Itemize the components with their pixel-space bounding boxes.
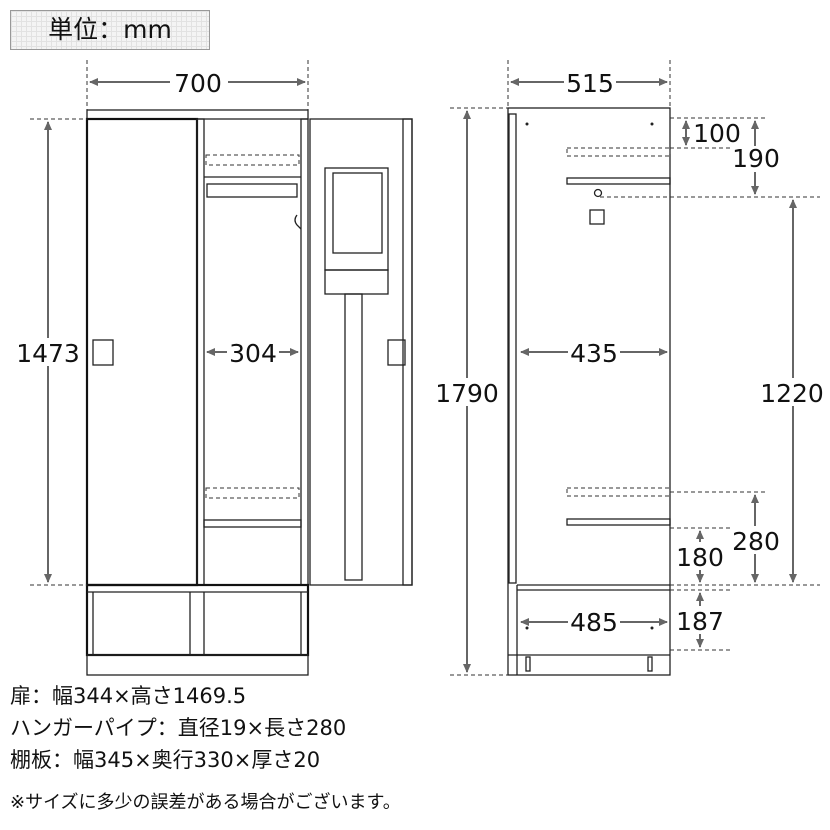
height-dimension: 1473 bbox=[16, 339, 80, 368]
inner-width-dimension: 304 bbox=[229, 339, 277, 368]
width-dimension: 700 bbox=[174, 69, 222, 98]
vent-icon bbox=[589, 209, 605, 225]
hanger-pipe bbox=[206, 183, 298, 198]
tolerance-note: ※サイズに多少の誤差がある場合がございます。 bbox=[10, 792, 401, 813]
depth-dimension: 515 bbox=[566, 69, 614, 98]
shelf-offset-dimension: 100 bbox=[693, 119, 741, 148]
shelf-height-dimension: 180 bbox=[676, 543, 724, 572]
spec-shelf: 棚板：幅345×奥行330×厚さ20 bbox=[10, 748, 321, 772]
total-height-dimension: 1790 bbox=[435, 379, 499, 408]
lower-shelf-gap-dimension: 280 bbox=[732, 527, 780, 556]
mirror bbox=[324, 167, 389, 271]
pipe-offset-dimension: 190 bbox=[732, 144, 780, 173]
spec-hanger-pipe: ハンガーパイプ：直径19×長さ280 bbox=[10, 716, 347, 740]
pipe-height-dimension: 1220 bbox=[760, 379, 824, 408]
side-view: 515 1790 435 485 10 bbox=[435, 60, 828, 676]
spec-door: 扉：幅344×高さ1469.5 bbox=[10, 684, 247, 708]
base-height-dimension: 187 bbox=[676, 607, 724, 636]
front-view: 700 1473 304 bbox=[16, 60, 413, 676]
door-handle bbox=[92, 339, 114, 366]
unit-label: 単位：mm bbox=[10, 10, 210, 50]
spec-list: 扉：幅344×高さ1469.5 ハンガーパイプ：直径19×長さ280 棚板：幅3… bbox=[10, 680, 346, 776]
inner-depth-dimension: 435 bbox=[570, 339, 618, 368]
left-door bbox=[85, 117, 199, 587]
base-depth-dimension: 485 bbox=[570, 608, 618, 637]
